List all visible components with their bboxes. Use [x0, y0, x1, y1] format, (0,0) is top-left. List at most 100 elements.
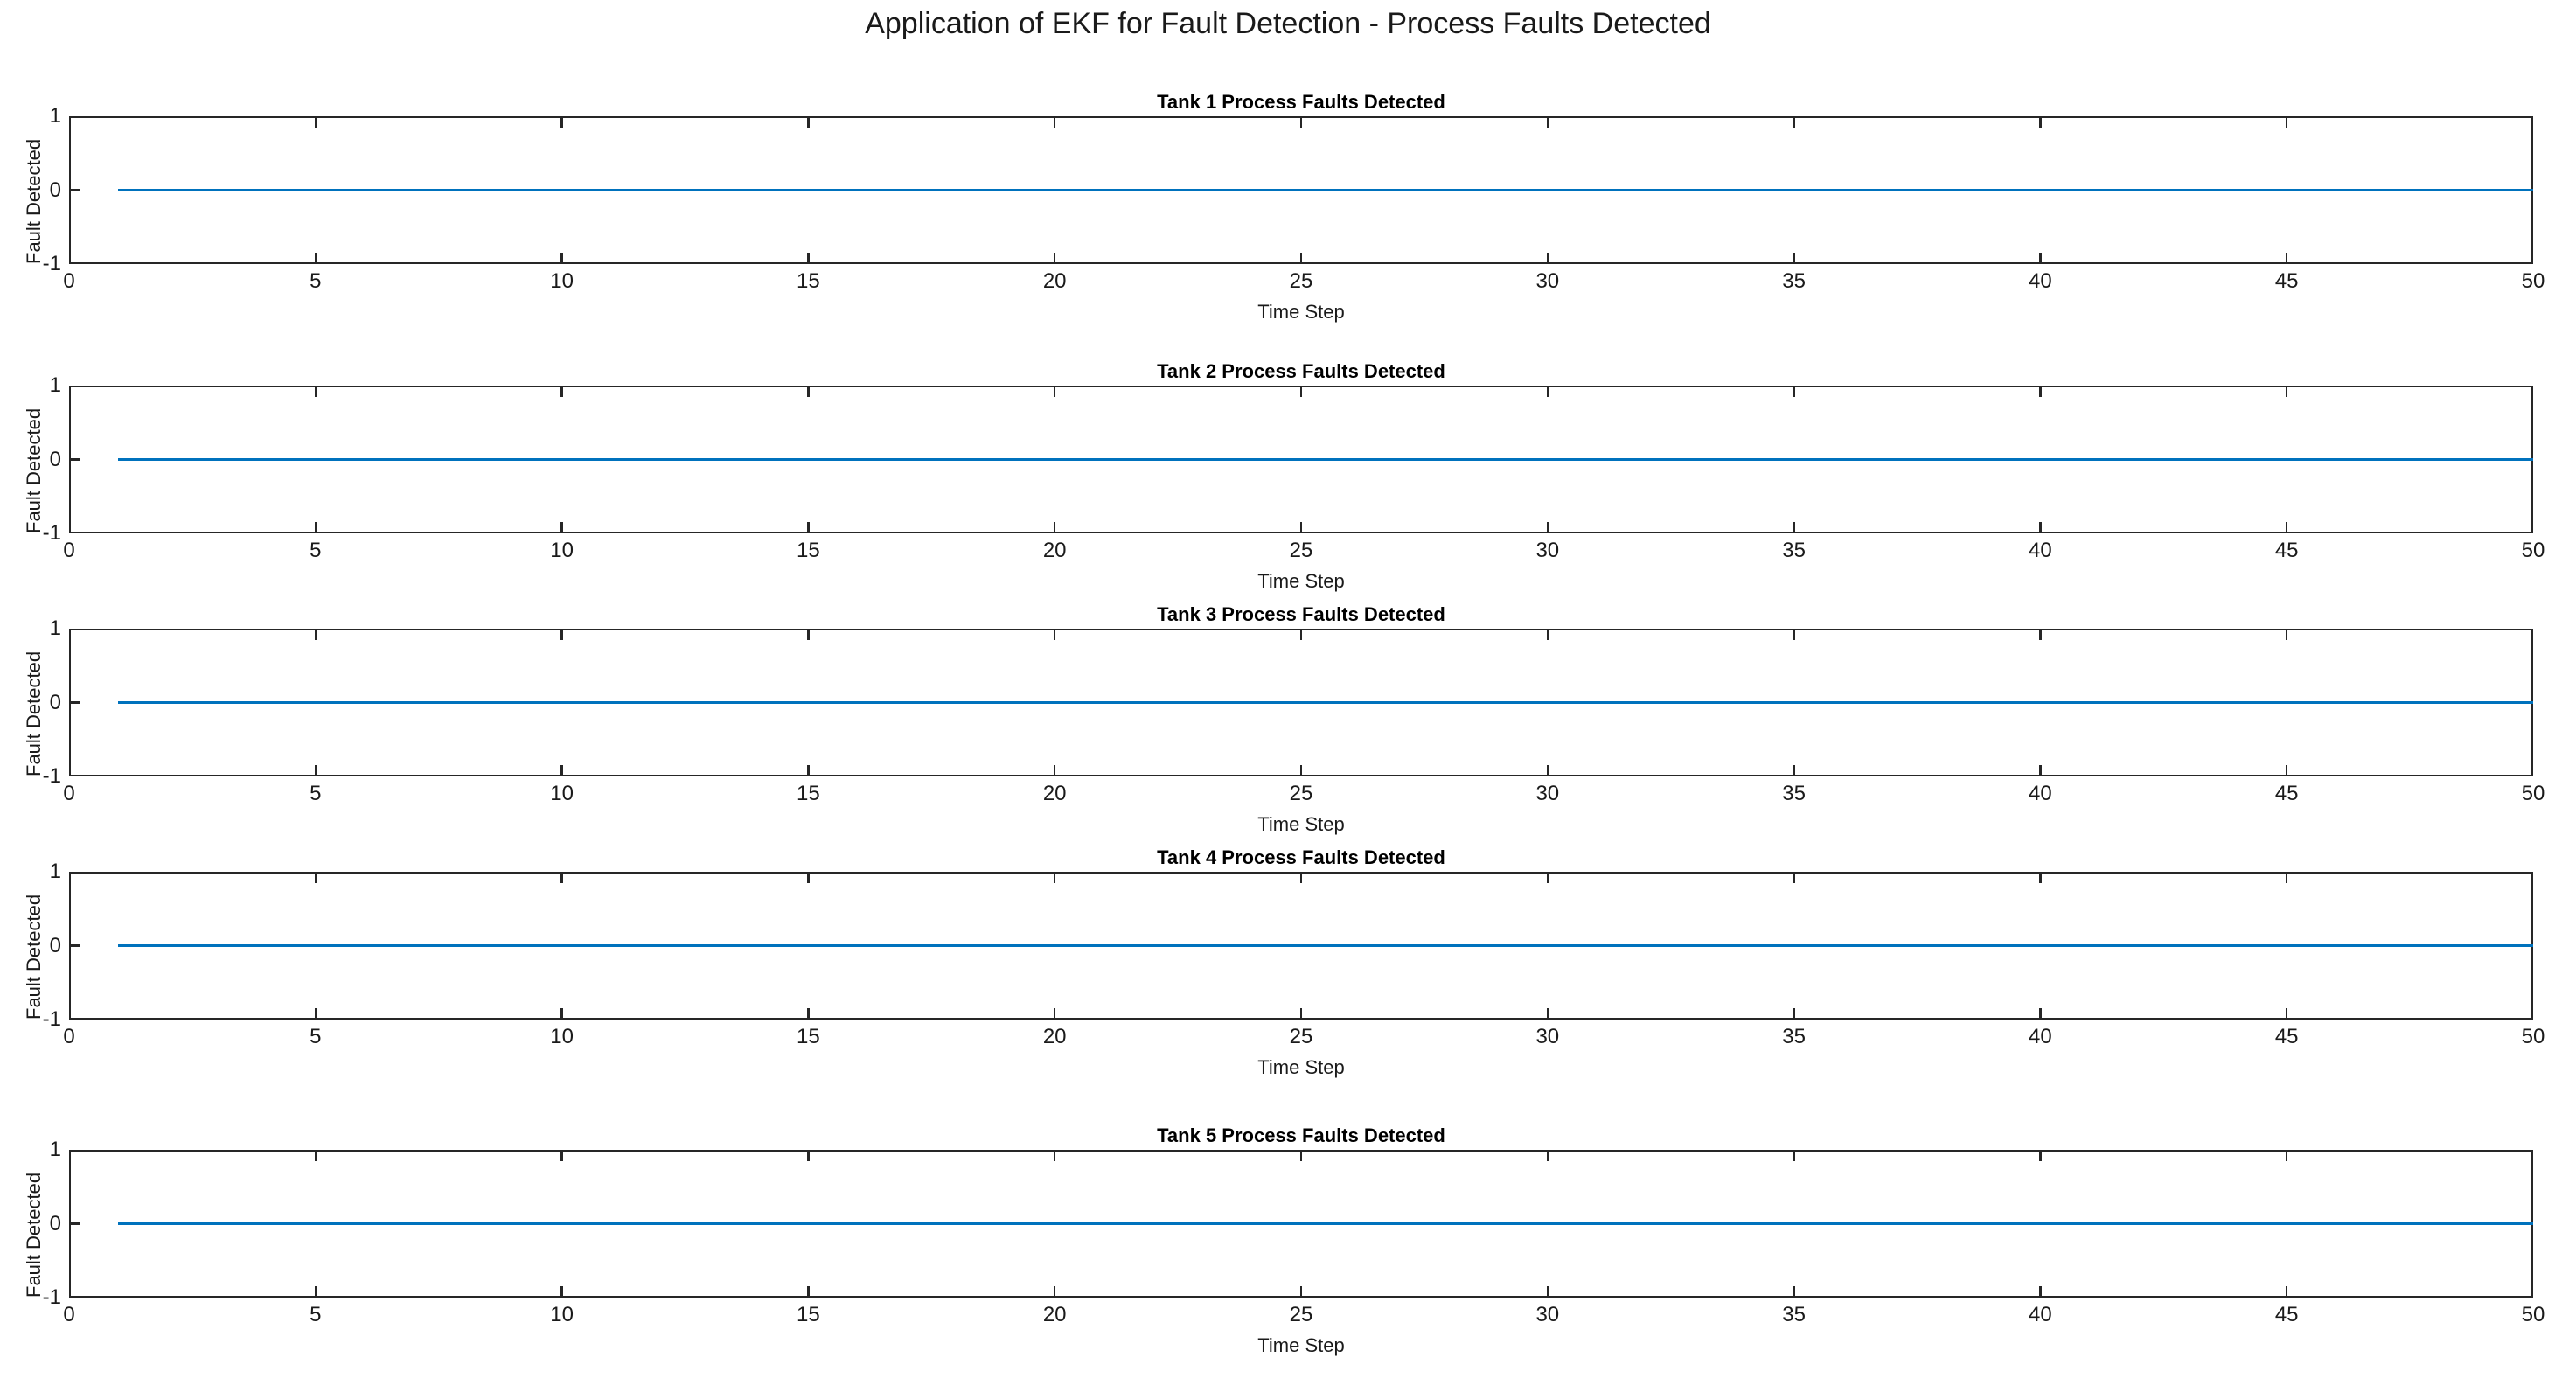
x-tick-label: 50: [2521, 1025, 2545, 1048]
x-tick-label: 45: [2274, 782, 2299, 805]
x-tick-label: 45: [2274, 1303, 2299, 1326]
x-tick-mark: [1299, 253, 1303, 264]
x-tick-label: 0: [63, 539, 75, 562]
y-tick-label: 0: [49, 690, 61, 714]
y-tick-mark: [69, 701, 80, 704]
x-tick-label: 20: [1042, 782, 1067, 805]
x-tick-label: 30: [1535, 269, 1560, 293]
y-tick-label: 0: [49, 177, 61, 202]
x-tick-mark: [314, 765, 317, 776]
x-tick-mark: [1299, 522, 1303, 533]
x-tick-mark: [560, 1150, 563, 1161]
x-tick-mark: [807, 1150, 810, 1161]
y-tick-mark: [69, 944, 80, 947]
x-tick-mark: [2039, 253, 2042, 264]
x-tick-label: 15: [797, 539, 820, 562]
x-tick-mark: [314, 522, 317, 533]
x-tick-label: 35: [1782, 269, 1806, 293]
data-series-line: [118, 1222, 2533, 1225]
x-tick-mark: [314, 1008, 317, 1020]
x-tick-label: 45: [2274, 539, 2299, 562]
x-tick-mark: [1546, 872, 1549, 883]
x-tick-mark: [807, 253, 810, 264]
x-tick-mark: [1546, 1286, 1549, 1298]
x-tick-label: 20: [1042, 269, 1067, 293]
x-axis-label: Time Step: [1257, 301, 1345, 323]
y-axis-label: Fault Detected: [23, 1172, 45, 1298]
data-series-line: [118, 458, 2533, 461]
x-tick-mark: [2039, 386, 2042, 397]
figure-title: Application of EKF for Fault Detection -…: [865, 7, 1711, 40]
y-axis-label: Fault Detected: [23, 138, 45, 264]
x-tick-mark: [1793, 522, 1795, 533]
y-tick-label: 1: [49, 1138, 61, 1161]
x-tick-label: 40: [2029, 1303, 2052, 1326]
x-tick-mark: [2039, 1008, 2042, 1020]
x-tick-mark: [2285, 1150, 2288, 1161]
x-tick-mark: [1053, 872, 1056, 883]
x-tick-label: 30: [1535, 1303, 1560, 1326]
x-tick-mark: [1793, 629, 1795, 640]
x-tick-mark: [560, 629, 563, 640]
x-tick-mark: [1053, 1286, 1056, 1298]
x-tick-mark: [314, 872, 317, 883]
x-tick-mark: [1546, 629, 1549, 640]
subplot-title: Tank 5 Process Faults Detected: [1157, 1124, 1445, 1146]
x-tick-mark: [314, 1150, 317, 1161]
y-axis-label: Fault Detected: [23, 651, 45, 776]
x-tick-label: 20: [1042, 1025, 1067, 1048]
x-tick-label: 20: [1042, 1303, 1067, 1326]
x-tick-label: 30: [1535, 1025, 1560, 1048]
x-tick-mark: [2285, 1286, 2288, 1298]
x-tick-mark: [1299, 1150, 1303, 1161]
x-tick-mark: [1053, 522, 1056, 533]
x-tick-mark: [1546, 116, 1549, 128]
x-tick-mark: [1053, 765, 1056, 776]
y-tick-label: -1: [42, 252, 61, 275]
y-tick-label: 1: [49, 616, 61, 640]
x-tick-label: 25: [1289, 1303, 1313, 1326]
y-tick-mark: [69, 1222, 80, 1225]
x-tick-mark: [2285, 386, 2288, 397]
x-tick-label: 10: [550, 782, 574, 805]
x-tick-mark: [560, 872, 563, 883]
y-tick-label: -1: [42, 1285, 61, 1309]
x-tick-label: 0: [63, 782, 75, 805]
x-tick-mark: [1546, 1008, 1549, 1020]
x-tick-label: 50: [2521, 1303, 2545, 1326]
y-tick-label: 0: [49, 1211, 61, 1235]
y-tick-mark: [69, 458, 80, 461]
x-tick-mark: [2039, 1150, 2042, 1161]
data-series-line: [118, 189, 2533, 191]
x-tick-mark: [314, 116, 317, 128]
x-tick-mark: [314, 386, 317, 397]
x-tick-label: 5: [310, 1025, 322, 1048]
y-tick-label: -1: [42, 764, 61, 788]
subplot-title: Tank 4 Process Faults Detected: [1157, 846, 1445, 868]
x-tick-mark: [1793, 386, 1795, 397]
x-tick-label: 40: [2029, 269, 2052, 293]
x-tick-label: 50: [2521, 782, 2545, 805]
x-tick-label: 40: [2029, 782, 2052, 805]
x-tick-mark: [2285, 872, 2288, 883]
x-tick-mark: [1793, 1008, 1795, 1020]
x-tick-mark: [1546, 1150, 1549, 1161]
x-tick-mark: [1546, 253, 1549, 264]
x-tick-mark: [560, 1286, 563, 1298]
x-tick-mark: [1299, 386, 1303, 397]
x-tick-mark: [2285, 522, 2288, 533]
subplot-title: Tank 3 Process Faults Detected: [1157, 603, 1445, 625]
x-axis-label: Time Step: [1257, 813, 1345, 835]
x-axis-label: Time Step: [1257, 1334, 1345, 1356]
y-tick-label: 0: [49, 447, 61, 471]
x-tick-mark: [2285, 629, 2288, 640]
x-tick-label: 25: [1289, 1025, 1313, 1048]
x-tick-label: 40: [2029, 539, 2052, 562]
x-tick-label: 35: [1782, 539, 1806, 562]
x-tick-label: 35: [1782, 1025, 1806, 1048]
x-tick-mark: [2285, 765, 2288, 776]
x-tick-label: 15: [797, 1025, 820, 1048]
x-tick-label: 5: [310, 269, 322, 293]
x-tick-label: 50: [2521, 269, 2545, 293]
